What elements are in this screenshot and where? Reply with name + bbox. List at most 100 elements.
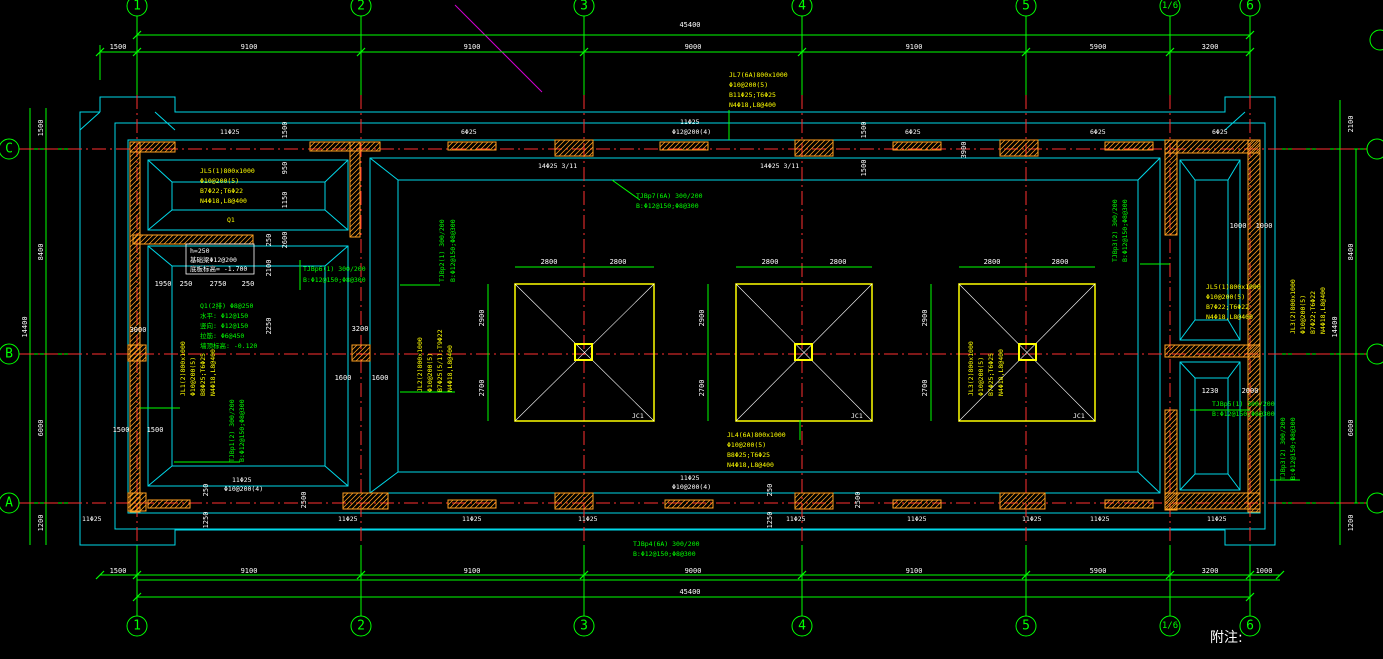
dim-pc2-d: 2700 xyxy=(698,380,706,397)
jl3-line-3: B7Φ25;T6Φ25 xyxy=(987,353,995,396)
dimension-chains xyxy=(29,28,1357,598)
dim-bottom-5: 9100 xyxy=(906,567,923,575)
annotation-tjbp3-right: TJBp3(2) 300/200 B:Φ12@150;Φ8@300 xyxy=(1279,417,1297,480)
jl5r-line-1: JL5(1)800x1000 xyxy=(1206,283,1261,291)
kl-line-3: 底板标高= -1.700 xyxy=(190,264,247,273)
annotation-jl3-right: JL3(2)800x1000 Φ10@200(5) B7Φ22;T6Φ22 N4… xyxy=(1289,279,1327,334)
tjbp3-line-1: TJBp3(2) 300/200 xyxy=(1111,199,1119,262)
bottom-rebar-7: 11Φ25 xyxy=(1022,515,1042,523)
pile-cap-dimensions xyxy=(487,266,1095,421)
jl5-line-1: JL5(1)800x1000 xyxy=(200,167,255,175)
jl7-line-4: N4Φ18,L8@400 xyxy=(729,101,776,109)
jl4-line-3: B8Φ25;T6Φ25 xyxy=(727,451,770,459)
pile-cap-label-1: JC1 xyxy=(632,412,644,420)
dim-inner-1250a: 1250 xyxy=(202,512,210,529)
bottom-stirrup-left: Φ10@200(4) xyxy=(224,485,263,493)
tjbp1-line-1: TJBp1(2) 300/200 xyxy=(228,399,236,462)
kl-line-2: 基础梁Φ12@200 xyxy=(190,255,237,264)
dim-inner-1500a: 1500 xyxy=(281,122,289,139)
jl3-line-4: N4Φ18,L8@400 xyxy=(997,349,1005,396)
annotation-tjbp1: TJBp1(2) 300/200 B:Φ12@150;Φ8@300 xyxy=(228,399,246,462)
dim-inner-1500d: 1500 xyxy=(860,122,868,139)
dim-inner-250e: 250 xyxy=(766,484,774,497)
dim-inner-2500a: 2500 xyxy=(300,492,308,509)
jl3r-line-1: JL3(2)800x1000 xyxy=(1289,279,1297,334)
top-rebar-2: 11Φ25 xyxy=(680,118,700,126)
hatch-strokes xyxy=(127,139,1261,513)
svg-text:C: C xyxy=(5,142,13,157)
dim-left-seg-1: 8400 xyxy=(37,244,45,261)
top-rebar-3: 6Φ25 xyxy=(461,128,477,136)
jl3r-line-4: N4Φ18,L8@400 xyxy=(1319,287,1327,334)
tjbp7-line-1: TJBp7(6A) 300/200 xyxy=(636,192,703,200)
dim-inner-3200: 3200 xyxy=(352,325,369,333)
kl-line-1: h=250 xyxy=(190,247,210,255)
jl1-line-4: N4Φ18,L8@400 xyxy=(209,349,217,396)
bottom-rebar-1: 11Φ25 xyxy=(82,515,102,523)
annotation-jl1: JL1(2)800x1000 Φ10@200(5) B8Φ25;T6Φ25 N4… xyxy=(179,341,217,396)
dim-inner-3900: 3900 xyxy=(960,142,968,159)
annotation-tjbp7: TJBp7(6A) 300/200 B:Φ12@150;Φ8@300 xyxy=(636,192,703,210)
tjbp3r-line-2: B:Φ12@150;Φ8@300 xyxy=(1289,417,1297,480)
dim-overall-bottom: 45400 xyxy=(679,588,700,596)
axis-bubble-corner xyxy=(1369,29,1383,51)
bottom-rebar-8: 11Φ25 xyxy=(1090,515,1110,523)
bottom-rebar-b: 11Φ25 xyxy=(680,474,700,482)
dim-top-5: 9100 xyxy=(906,43,923,51)
dim-left-seg-2: 6000 xyxy=(37,420,45,437)
inner-dimension-text: 1500 950 1150 2600 250 2100 2250 3000 19… xyxy=(113,122,1273,529)
dim-inner-250c: 250 xyxy=(242,280,255,288)
pile-cap-label-2: JC1 xyxy=(851,412,863,420)
dim-top-4: 9000 xyxy=(685,43,702,51)
q1-line-3: 竖向: Φ12@150 xyxy=(200,321,248,330)
jl1-line-3: B8Φ25;T6Φ25 xyxy=(199,353,207,396)
bottom-rebar-5: 11Φ25 xyxy=(786,515,806,523)
tjbp5-line-1: TJBp5(1) 300/200 xyxy=(1212,400,1275,408)
svg-text:B: B xyxy=(5,347,13,362)
annotation-tjbp6: TJBp6(1) 300/200 B:Φ12@150;Φ8@300 xyxy=(303,265,366,284)
svg-text:4: 4 xyxy=(798,619,806,634)
jl3-line-1: JL3(2)800x1000 xyxy=(967,341,975,396)
annotation-jl2: JL2(2)800x1000 Φ10@200(5) B7Φ25(5/1);T9Φ… xyxy=(416,329,454,392)
tjbp3r-line-1: TJBp3(2) 300/200 xyxy=(1279,417,1287,480)
tjbp1-line-2: B:Φ12@150;Φ8@300 xyxy=(238,399,246,462)
annotation-tjbp5: TJBp5(1) 300/200 B:Φ12@150;Φ8@300 xyxy=(1212,400,1275,418)
dim-pc2-b: 2800 xyxy=(830,258,847,266)
dim-inner-1250b: 1250 xyxy=(766,512,774,529)
q1-line-1: Q1(2排) Φ8@250 xyxy=(200,301,254,310)
annotation-tjbp3: TJBp3(2) 300/200 B:Φ12@150;Φ8@300 xyxy=(1111,199,1129,262)
bottom-rebar-3: 11Φ25 xyxy=(462,515,482,523)
dim-overall-top: 45400 xyxy=(679,21,700,29)
dim-inner-250a: 250 xyxy=(265,234,273,247)
jl5r-line-2: Φ10@200(5) xyxy=(1206,293,1245,301)
annotation-jl3: JL3(2)800x1000 Φ10@200(5) B7Φ25;T6Φ25 N4… xyxy=(967,341,1005,396)
dim-top-1: 1500 xyxy=(110,43,127,51)
dim-pc1-b: 2800 xyxy=(610,258,627,266)
dim-top-7: 3200 xyxy=(1202,43,1219,51)
jl4-line-4: N4Φ18,L8@400 xyxy=(727,461,774,469)
annotation-kl: h=250 基础梁Φ12@200 底板标高= -1.700 xyxy=(185,243,255,275)
tjbp2-line-1: TJBp2(1) 300/200 xyxy=(438,219,446,282)
jl2-line-4: N4Φ18,L8@400 xyxy=(446,345,454,392)
jl5-line-3: B7Φ22;T6Φ22 xyxy=(200,187,243,195)
q1-line-4: 拉筋: Φ6@450 xyxy=(200,331,244,340)
dim-pc2-c: 2900 xyxy=(698,310,706,327)
mid-rebar-2: 14Φ25 3/11 xyxy=(760,162,799,170)
dim-bottom-6: 5900 xyxy=(1090,567,1107,575)
dim-pc3-a: 2800 xyxy=(984,258,1001,266)
dim-right-seg-1: 8400 xyxy=(1347,244,1355,261)
dim-inner-250d: 250 xyxy=(202,484,210,497)
tjbp6-line-1: TJBp6(1) 300/200 xyxy=(303,265,366,273)
dim-right-overall: 14400 xyxy=(1331,316,1339,337)
svg-text:2: 2 xyxy=(357,0,365,14)
jl1-line-2: Φ10@200(5) xyxy=(189,357,197,396)
top-rebar-5: 6Φ25 xyxy=(1090,128,1106,136)
svg-text:A: A xyxy=(5,496,13,511)
svg-text:4: 4 xyxy=(798,0,806,14)
top-rebar-6: 6Φ25 xyxy=(1212,128,1228,136)
q1-tag: Q1 xyxy=(227,216,235,224)
dim-inner-2100a: 2100 xyxy=(265,260,273,277)
jl5r-line-4: N4Φ18,L8@400 xyxy=(1206,313,1253,321)
tjbp5-line-2: B:Φ12@150;Φ8@300 xyxy=(1212,410,1275,418)
